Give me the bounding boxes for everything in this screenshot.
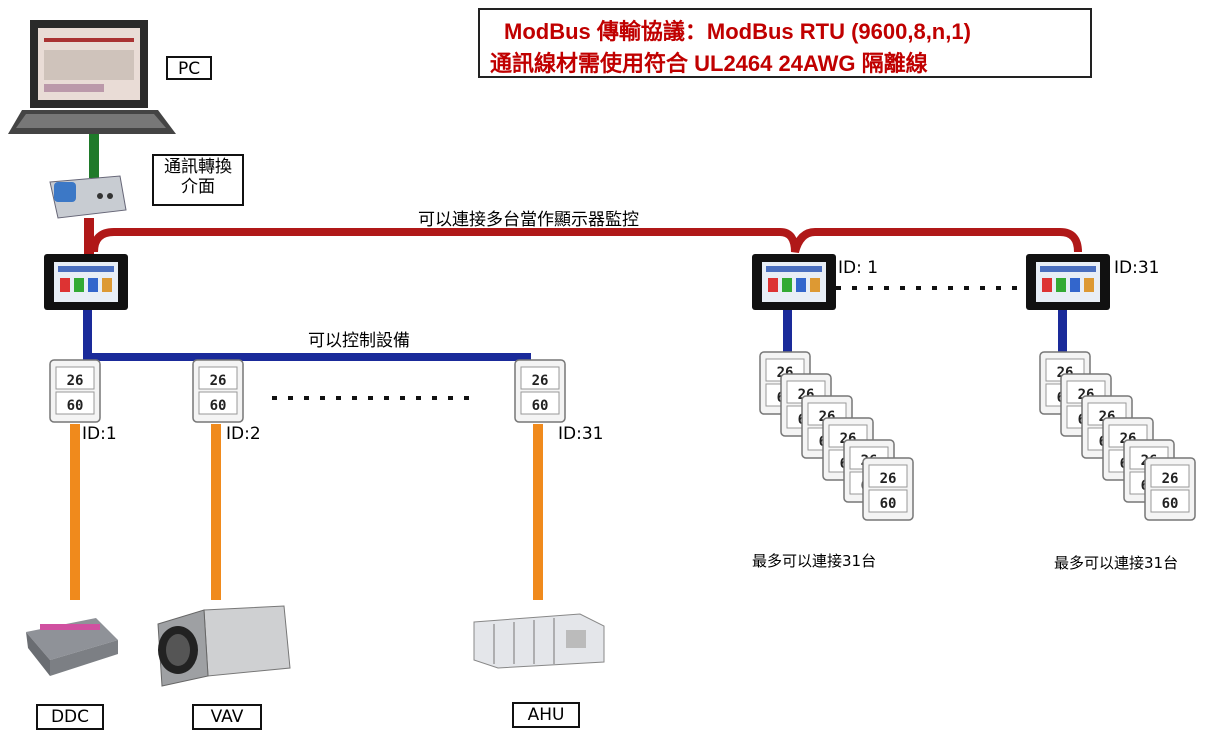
sensor-id-1	[49, 359, 101, 423]
sensor-id-31	[514, 359, 566, 423]
control-note: 可以控制設備	[308, 331, 410, 351]
wire-ddc	[70, 424, 80, 600]
ahu-label: AHU	[512, 702, 580, 728]
sensor-stack-1	[759, 351, 914, 521]
master-down-wire	[83, 310, 92, 360]
sensor-id-2	[192, 359, 244, 423]
master-display	[44, 254, 128, 310]
max-note-right: 最多可以連接31台	[1054, 554, 1179, 572]
id-label-1: ID:1	[82, 424, 117, 444]
max-note-left: 最多可以連接31台	[752, 552, 877, 570]
ahu-icon	[473, 613, 605, 669]
display-id-1: ID: 1	[838, 258, 879, 278]
sensor-stack-31	[1039, 351, 1196, 521]
control-bus-wire	[83, 353, 531, 361]
monitor-display-id-1	[752, 254, 836, 310]
vav-icon	[157, 605, 291, 687]
ddc-label: DDC	[36, 704, 104, 730]
wire-ahu	[533, 424, 543, 600]
vav-label: VAV	[192, 704, 262, 730]
converter-label: 通訊轉換 介面	[152, 154, 244, 206]
id-label-31: ID:31	[558, 424, 604, 444]
protocol-banner: ModBus 傳輸協議：ModBus RTU (9600,8,n,1) 通訊線材…	[478, 8, 1092, 78]
cable-spec-line: 通訊線材需使用符合 UL2464 24AWG 隔離線	[490, 51, 928, 76]
ddc-icon	[26, 618, 118, 676]
monitor-bus-wire	[90, 228, 1082, 254]
converter-label-line2: 介面	[181, 176, 215, 197]
pc-icon	[8, 20, 176, 134]
converter-icon	[49, 175, 127, 219]
display31-down-wire	[1058, 310, 1067, 354]
protocol-line: ModBus 傳輸協議：ModBus RTU (9600,8,n,1)	[504, 19, 971, 44]
display-id-31: ID:31	[1114, 258, 1160, 278]
monitor-display-id-31	[1026, 254, 1110, 310]
pc-link-wire	[89, 134, 99, 178]
wire-vav	[211, 424, 221, 600]
pc-label: PC	[166, 56, 212, 80]
converter-link-wire	[84, 218, 94, 258]
display1-down-wire	[783, 310, 792, 354]
id-label-2: ID:2	[226, 424, 261, 444]
converter-label-line1: 通訊轉換	[164, 157, 232, 177]
monitor-note: 可以連接多台當作顯示器監控	[418, 210, 639, 230]
